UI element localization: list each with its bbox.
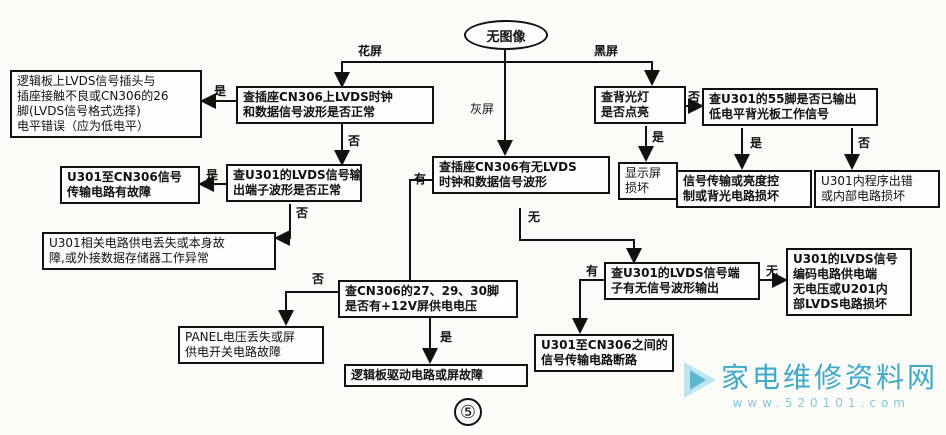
no-label-2: 否 [296,206,309,220]
u301-pin55-line-2: 低电平背光板工作信号 [709,107,830,121]
backlight-line-1: 查背光灯 [601,90,650,104]
start-node: 无图像 [464,20,548,50]
yes-label-4: 是 [652,130,665,144]
lvds-clock-line-1: 查插座CN306上LVDS时钟 [243,90,393,104]
cn306-lvds-line-2: 时钟和数据信号波形 [439,175,548,189]
yes-label-3: 是 [440,330,453,344]
no-label-5: 否 [858,136,871,150]
u301-cn306-fault-line-1: U301至CN306信号 [67,170,182,184]
u301-encode-box: U301的LVDS信号 编码电路供电端 无电压或U201内 部LVDS电路损坏 [786,248,912,316]
u301-program-line-1: U301内程序出错 [821,174,913,188]
cn306-lvds-line-1: 查插座CN306有无LVDS [439,160,577,174]
yes-label-5: 是 [750,136,763,150]
u301-lvds-output-line-1: 查U301的LVDS信号输 [233,168,362,182]
branch-flower-label: 花屏 [358,44,383,58]
yes-label-1: 是 [214,84,227,98]
u301-power-line-2: 障,或外接数据存储器工作异常 [49,251,209,265]
u301-pin55-check-box: 查U301的55脚是否已输出 低电平背光板工作信号 [702,88,878,126]
u301-lvds-terminal-box: 查U301的LVDS信号端 子有无信号波形输出 [604,262,760,300]
no-label-1: 否 [348,134,361,148]
show-screen-line-2: 损坏 [625,181,650,195]
backlight-line-2: 是否点亮 [601,105,650,119]
cn306-pins-line-1: 查CN306的27、29、30脚 [345,284,499,298]
has-label-2: 有 [586,264,599,278]
logic-board-line-3: 脚(LVDS信号格式选择) [17,104,141,118]
signal-circuit-box: 信号传输或亮度控 制或背光电路损坏 [676,170,812,208]
watermark-text: 家电维修资料网 [720,361,938,394]
no-label-4: 否 [688,90,701,104]
yes-label-2: 是 [206,168,219,182]
lvds-clock-check-box: 查插座CN306上LVDS时钟 和数据信号波形是否正常 [236,86,434,124]
none-label-2: 无 [766,264,779,278]
u301-lvds-terminal-line-1: 查U301的LVDS信号端 [611,266,740,280]
u301-power-box: U301相关电路供电丢失或本身故 障,或外接数据存储器工作异常 [42,232,276,270]
u301-program-box: U301内程序出错 或内部电路损坏 [814,170,940,208]
none-label-1: 无 [528,210,541,224]
u301-lvds-terminal-line-2: 子有无信号波形输出 [611,281,720,295]
watermark-url: www.520101.com [732,396,910,410]
lvds-clock-line-2: 和数据信号波形是否正常 [243,105,376,119]
branch-black-label: 黑屏 [594,44,619,58]
show-screen-line-1: 显示屏 [625,166,662,180]
logic-drive-box: 逻辑板驱动电路或屏故障 [344,364,528,387]
u301-program-line-2: 或内部电路损坏 [821,189,906,203]
u301-encode-line-4: 部LVDS电路损坏 [793,297,887,311]
u301-cn306-break-line-2: 信号传输电路断路 [541,353,638,367]
watermark-logo-icon [684,362,716,398]
logic-board-line-1: 逻辑板上LVDS信号插头与 [17,74,156,88]
logic-board-box: 逻辑板上LVDS信号插头与 插座接触不良或CN306的26 脚(LVDS信号格式… [10,70,202,138]
signal-circuit-line-1: 信号传输或亮度控 [683,174,780,188]
u301-lvds-output-box: 查U301的LVDS信号输 出端子波形是否正常 [226,164,362,202]
backlight-check-box: 查背光灯 是否点亮 [594,86,686,124]
panel-power-line-2: 供电开关电路故障 [185,345,282,359]
u301-cn306-fault-line-2: 传输电路有故障 [67,185,152,199]
logic-board-line-2: 插座接触不良或CN306的26 [17,89,169,103]
u301-encode-line-2: 编码电路供电端 [793,267,878,281]
u301-lvds-output-line-2: 出端子波形是否正常 [233,183,342,197]
logic-drive-line-1: 逻辑板驱动电路或屏故障 [351,368,484,382]
u301-cn306-fault-box: U301至CN306信号 传输电路有故障 [60,166,200,204]
logic-board-line-4: 电平错误（应为低电平） [17,119,150,133]
cn306-pins-check-box: 查CN306的27、29、30脚 是否有+12V屏供电电压 [338,280,518,318]
u301-pin55-line-1: 查U301的55脚是否已输出 [709,92,857,106]
u301-encode-line-1: U301的LVDS信号 [793,252,898,266]
cn306-lvds-check-box: 查插座CN306有无LVDS 时钟和数据信号波形 [432,156,610,194]
branch-gray-label: 灰屏 [470,102,495,116]
panel-power-box: PANEL电压丢失或屏 供电开关电路故障 [178,326,324,364]
show-screen-box: 显示屏 损坏 [618,162,678,200]
u301-cn306-break-line-1: U301至CN306之间的 [541,338,668,352]
no-label-3: 否 [312,272,325,286]
cn306-pins-line-2: 是否有+12V屏供电电压 [345,299,478,313]
figure-number: ⑤ [454,398,482,426]
signal-circuit-line-2: 制或背光电路损坏 [683,189,780,203]
u301-power-line-1: U301相关电路供电丢失或本身故 [49,236,225,250]
panel-power-line-1: PANEL电压丢失或屏 [185,330,295,344]
u301-cn306-break-box: U301至CN306之间的 信号传输电路断路 [534,334,674,372]
has-label-1: 有 [414,172,427,186]
u301-encode-line-3: 无电压或U201内 [793,282,888,296]
